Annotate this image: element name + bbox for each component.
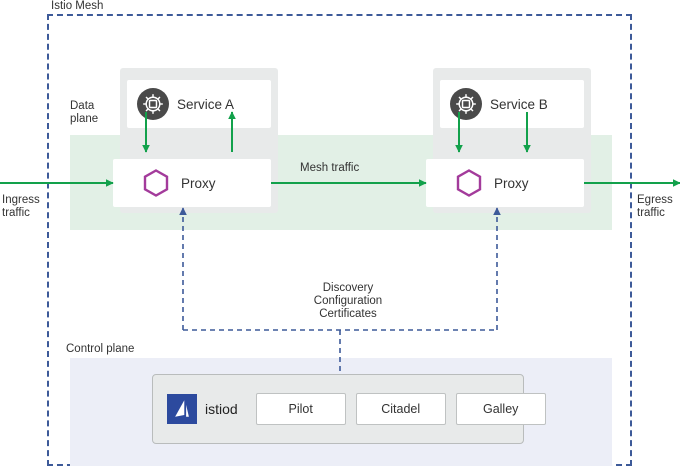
service-b-card: Service B [440,80,584,128]
ingress-traffic-label: Ingress traffic [2,194,54,220]
proxy-a-card: Proxy [113,159,271,207]
hexagon-icon [139,166,173,200]
hexagon-icon [452,166,486,200]
istio-mesh-title: Istio Mesh [48,0,107,13]
istiod-box: istiod Pilot Citadel Galley [152,374,546,444]
control-link-label: Discovery Configuration Certificates [288,282,408,321]
data-plane-label-line1: Data [70,100,95,112]
control-link-line1: Discovery [322,282,374,294]
data-plane-label: Data plane [70,100,120,126]
gear-icon [137,88,169,120]
proxy-b-card: Proxy [426,159,584,207]
ingress-label-line2: traffic [2,207,30,219]
control-plane-label: Control plane [66,343,135,355]
egress-label-line1: Egress [637,194,673,206]
istiod-component-citadel: Citadel [355,393,446,425]
control-link-line3: Certificates [319,308,377,320]
istiod-component-pilot: Pilot [255,393,346,425]
service-b-label: Service B [490,96,548,112]
istiod-component-galley: Galley [455,393,546,425]
service-a-label: Service A [177,96,235,112]
gear-icon [450,88,482,120]
proxy-a-label: Proxy [181,175,216,191]
egress-label-line2: traffic [637,207,665,219]
egress-traffic-label: Egress traffic [637,194,680,220]
proxy-b-label: Proxy [494,175,529,191]
ingress-label-line1: Ingress [2,194,40,206]
control-link-line2: Configuration [313,295,383,307]
service-a-card: Service A [127,80,271,128]
data-plane-label-line2: plane [70,113,99,125]
mesh-traffic-label: Mesh traffic [300,162,360,174]
istiod-label: istiod [205,401,238,417]
istio-sail-logo-icon [167,394,197,424]
